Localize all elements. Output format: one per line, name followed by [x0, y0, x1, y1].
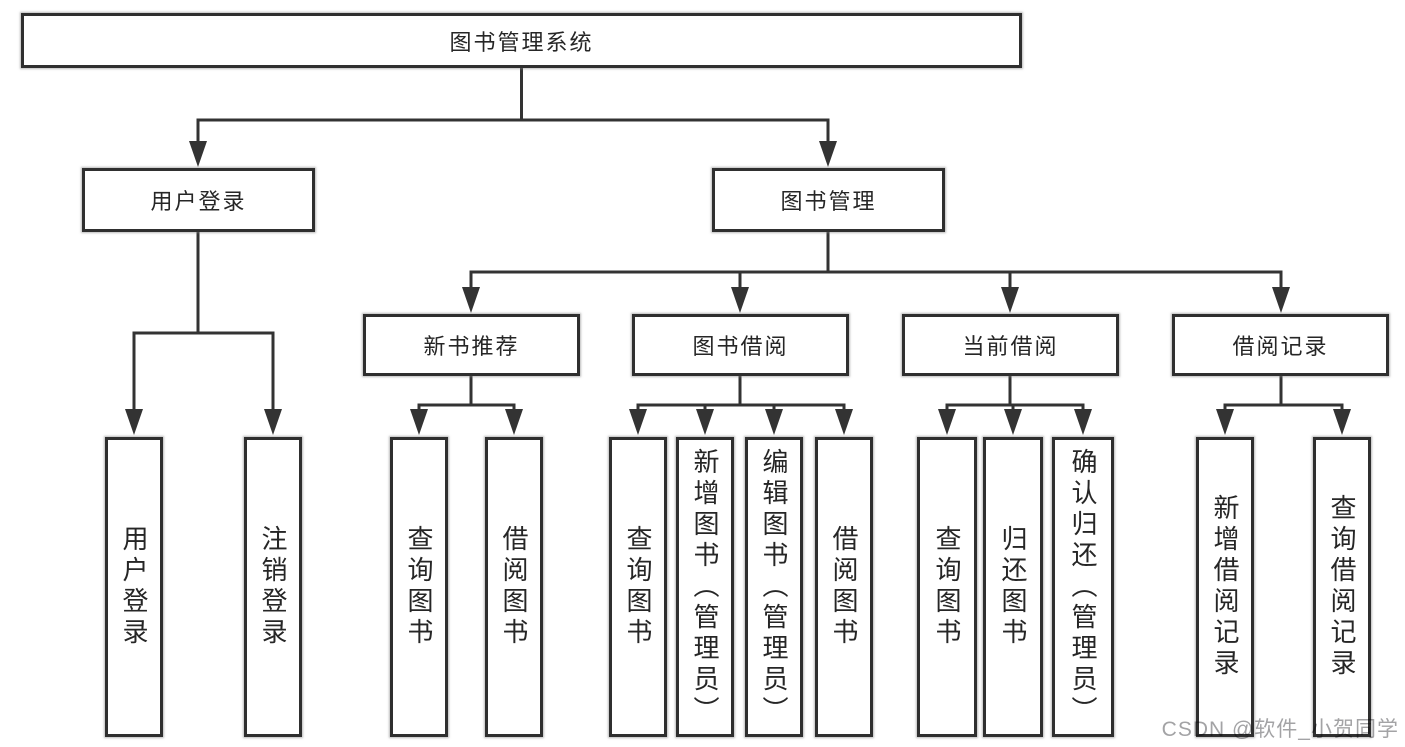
node-borrow-record: 借阅记录 [1172, 314, 1389, 376]
leaf-user-login: 用户登录 [105, 437, 163, 737]
leaf-newbook-borrow-books: 借阅图书 [485, 437, 543, 737]
leaf-return-books: 归还图书 [983, 437, 1043, 737]
node-new-book-recommend-label: 新书推荐 [423, 334, 520, 359]
node-book-borrow-label: 图书借阅 [692, 334, 789, 359]
node-new-book-recommend: 新书推荐 [363, 314, 580, 376]
leaf-borrow-books: 借阅图书 [815, 437, 873, 737]
node-borrow-record-label: 借阅记录 [1232, 334, 1329, 359]
leaf-add-borrow-record: 新增借阅记录 [1196, 437, 1254, 737]
leaf-add-borrow-record-label: 新增借阅记录 [1210, 494, 1240, 680]
leaf-newbook-query-books-label: 查询图书 [404, 525, 434, 649]
leaf-confirm-return-admin-label: 确认归还（管理员） [1068, 447, 1098, 727]
leaf-query-borrow-record-label: 查询借阅记录 [1327, 494, 1357, 680]
node-book-management: 图书管理 [712, 168, 945, 232]
leaf-borrow-query-books: 查询图书 [609, 437, 667, 737]
csdn-watermark: CSDN @软件_小贺同学 [1161, 718, 1399, 741]
leaf-add-book-admin-label: 新增图书（管理员） [690, 447, 720, 727]
leaf-current-query-books: 查询图书 [917, 437, 977, 737]
leaf-newbook-borrow-books-label: 借阅图书 [499, 525, 529, 649]
leaf-query-borrow-record: 查询借阅记录 [1313, 437, 1371, 737]
node-user-login-label: 用户登录 [150, 189, 247, 214]
node-book-borrow: 图书借阅 [632, 314, 849, 376]
leaf-borrow-books-label: 借阅图书 [829, 525, 859, 649]
node-book-management-label: 图书管理 [780, 189, 877, 214]
leaf-logout-label: 注销登录 [258, 525, 288, 649]
leaf-user-login-label: 用户登录 [119, 525, 149, 649]
node-user-login: 用户登录 [82, 168, 315, 232]
leaf-add-book-admin: 新增图书（管理员） [676, 437, 734, 737]
node-current-borrow: 当前借阅 [902, 314, 1119, 376]
node-root-label: 图书管理系统 [449, 29, 594, 55]
leaf-newbook-query-books: 查询图书 [390, 437, 448, 737]
leaf-return-books-label: 归还图书 [998, 525, 1028, 649]
leaf-borrow-query-books-label: 查询图书 [623, 525, 653, 649]
leaf-edit-book-admin-label: 编辑图书（管理员） [759, 447, 789, 727]
leaf-logout: 注销登录 [244, 437, 302, 737]
leaf-current-query-books-label: 查询图书 [932, 525, 962, 649]
node-root-library-system: 图书管理系统 [21, 13, 1022, 68]
node-current-borrow-label: 当前借阅 [962, 334, 1059, 359]
leaf-confirm-return-admin: 确认归还（管理员） [1052, 437, 1114, 737]
leaf-edit-book-admin: 编辑图书（管理员） [745, 437, 803, 737]
